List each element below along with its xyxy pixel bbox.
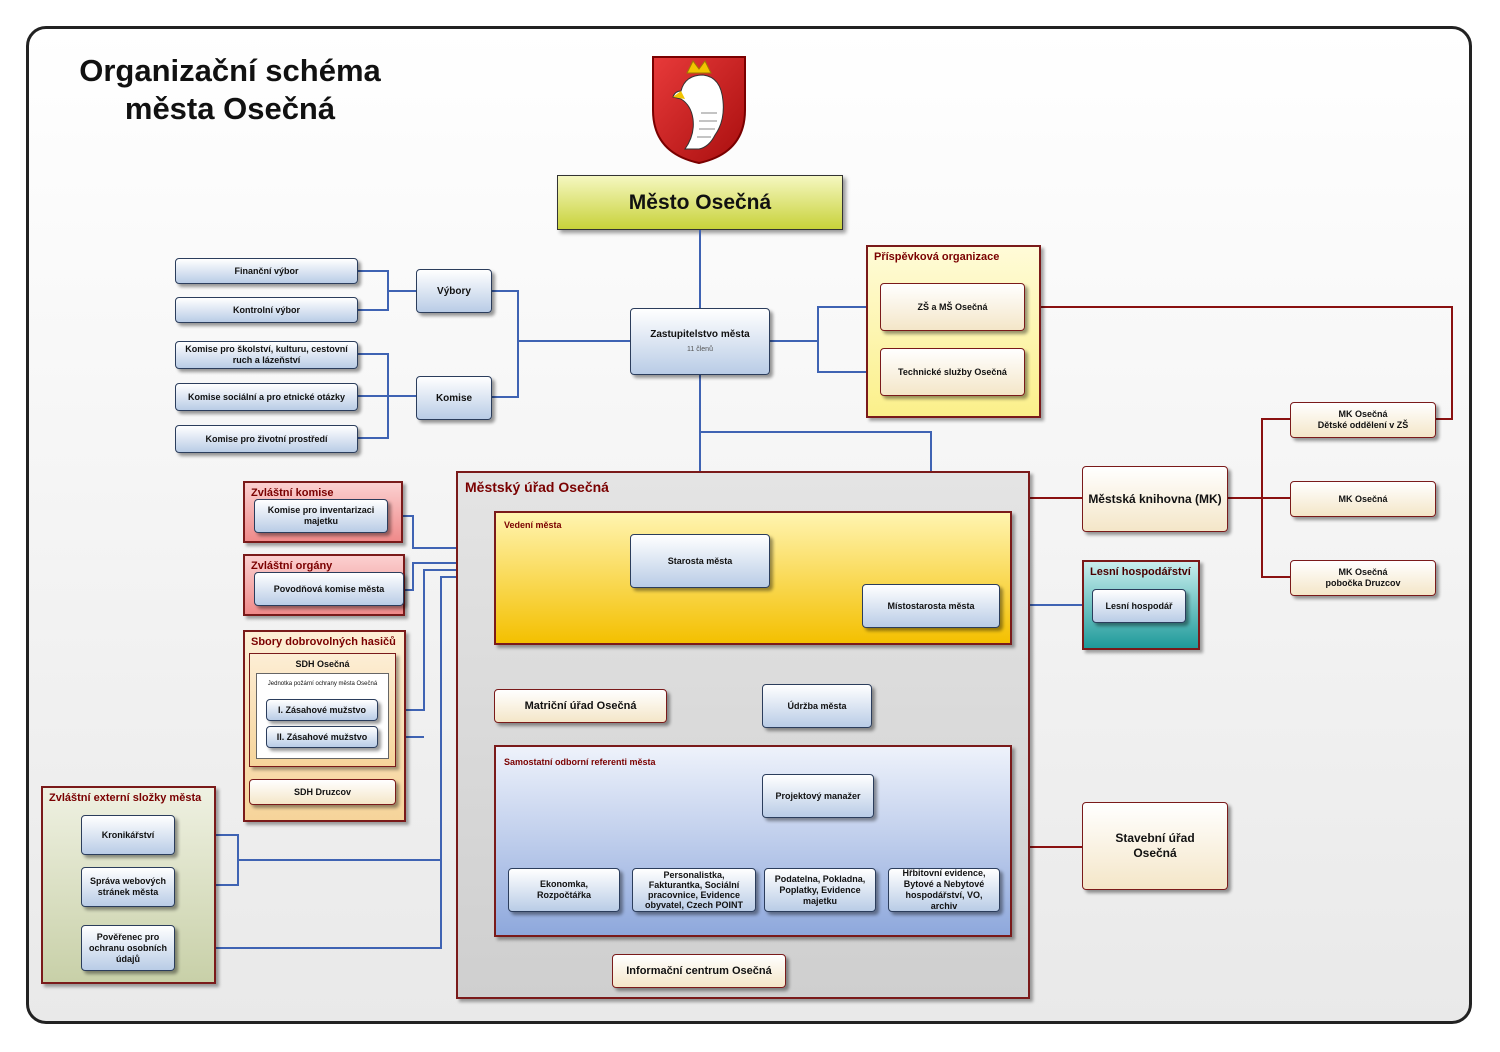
zvlastni-komise-title: Zvláštní komise [251, 487, 334, 499]
sbory-hasicu-title: Sbory dobrovolných hasičů [251, 636, 396, 648]
mistostarosta-box: Místostarosta města [862, 584, 1000, 628]
coat-of-arms-logo [652, 56, 746, 165]
vybory-box: Výbory [416, 269, 492, 313]
stavebni-urad-box: Stavební úřad Osečná [1082, 802, 1228, 890]
personalistka-box: Personalistka, Fakturantka, Sociální pra… [632, 868, 756, 912]
title-line-2: města Osečná [124, 91, 336, 126]
komise-socialni-box: Komise sociální a pro etnické otázky [175, 383, 358, 411]
zastupitelstvo-label: Zastupitelstvo města [650, 328, 750, 340]
mk-detske-oddeleni-box: MK Osečná Dětské oddělení v ZŠ [1290, 402, 1436, 438]
podatelna-box: Podatelna, Pokladna, Poplatky, Evidence … [764, 868, 876, 912]
title-line-1: Organizační schéma [79, 53, 381, 88]
komise-skolstvi-box: Komise pro školství, kulturu, cestovní r… [175, 341, 358, 369]
mestska-knihovna-box: Městská knihovna (MK) [1082, 466, 1228, 532]
mk-osecna-line1: MK Osečná [1338, 493, 1388, 504]
vedeni-mesta-title: Vedení města [504, 520, 562, 530]
mestsky-urad-title: Městský úřad Osečná [465, 479, 609, 495]
ekonomka-box: Ekonomka, Rozpočtářka [508, 868, 620, 912]
povodnova-komise-box: Povodňová komise města [254, 572, 404, 606]
lesni-hospodar-box: Lesní hospodář [1092, 589, 1186, 623]
komise-inventarizace-box: Komise pro inventarizaci majetku [254, 499, 388, 533]
mk-druzcov-line1: MK Osečná [1338, 567, 1388, 577]
sdh-druzcov-box: SDH Druzcov [249, 779, 396, 805]
page-title: Organizační schéma města Osečná [40, 52, 420, 128]
hrbitovni-evidence-box: Hřbitovní evidence, Bytové a Nebytové ho… [888, 868, 1000, 912]
mesto-box: Město Osečná [557, 175, 843, 230]
lesni-hospodarstvi-title: Lesní hospodářství [1090, 566, 1191, 578]
zastupitelstvo-box: Zastupitelstvo města 11 členů [630, 308, 770, 375]
zasahove-muzstvo-2-box: II. Zásahové mužstvo [266, 726, 378, 748]
poverenec-box: Pověřenec pro ochranu osobních údajů [81, 925, 175, 971]
externi-slozky-title: Zvláštní externí složky města [49, 792, 202, 804]
sprava-webu-box: Správa webových stránek města [81, 867, 175, 907]
stavebni-urad-line1: Stavební úřad [1115, 831, 1195, 845]
mk-osecna-box: MK Osečná [1290, 481, 1436, 517]
stavebni-urad-line2: Osečná [1133, 846, 1177, 860]
mk-druzcov-box: MK Osečná pobočka Druzcov [1290, 560, 1436, 596]
informacni-centrum-box: Informační centrum Osečná [612, 954, 786, 988]
matricni-urad-box: Matriční úřad Osečná [494, 689, 667, 723]
udrzba-mesta-box: Údržba města [762, 684, 872, 728]
mk-druzcov-line2: pobočka Druzcov [1325, 578, 1401, 588]
zasahove-muzstvo-1-box: I. Zásahové mužstvo [266, 699, 378, 721]
kontrolni-vybor-box: Kontrolní výbor [175, 297, 358, 323]
zs-ms-box: ZŠ a MŠ Osečná [880, 283, 1025, 331]
mk-detske-line2: Dětské oddělení v ZŠ [1317, 420, 1409, 430]
jednotka-title: Jednotka požární ochrany města Osečná [267, 681, 378, 687]
samostatni-referenti-title: Samostatní odborní referenti města [504, 757, 656, 767]
zastupitelstvo-count: 11 členů [687, 345, 713, 353]
projektovy-manazer-box: Projektový manažer [762, 774, 874, 818]
starosta-box: Starosta města [630, 534, 770, 588]
technicke-sluzby-box: Technické služby Osečná [880, 348, 1025, 396]
komise-box: Komise [416, 376, 492, 420]
komise-zivotni-prostredi-box: Komise pro životní prostředí [175, 425, 358, 453]
prispevkova-organizace-title: Příspěvková organizace [874, 251, 1000, 263]
mk-detske-line1: MK Osečná [1338, 409, 1388, 419]
financni-vybor-box: Finanční výbor [175, 258, 358, 284]
kronikarstvi-box: Kronikářství [81, 815, 175, 855]
sdh-osecna-title: SDH Osečná [295, 659, 350, 669]
zvlastni-organy-title: Zvláštní orgány [251, 560, 333, 572]
